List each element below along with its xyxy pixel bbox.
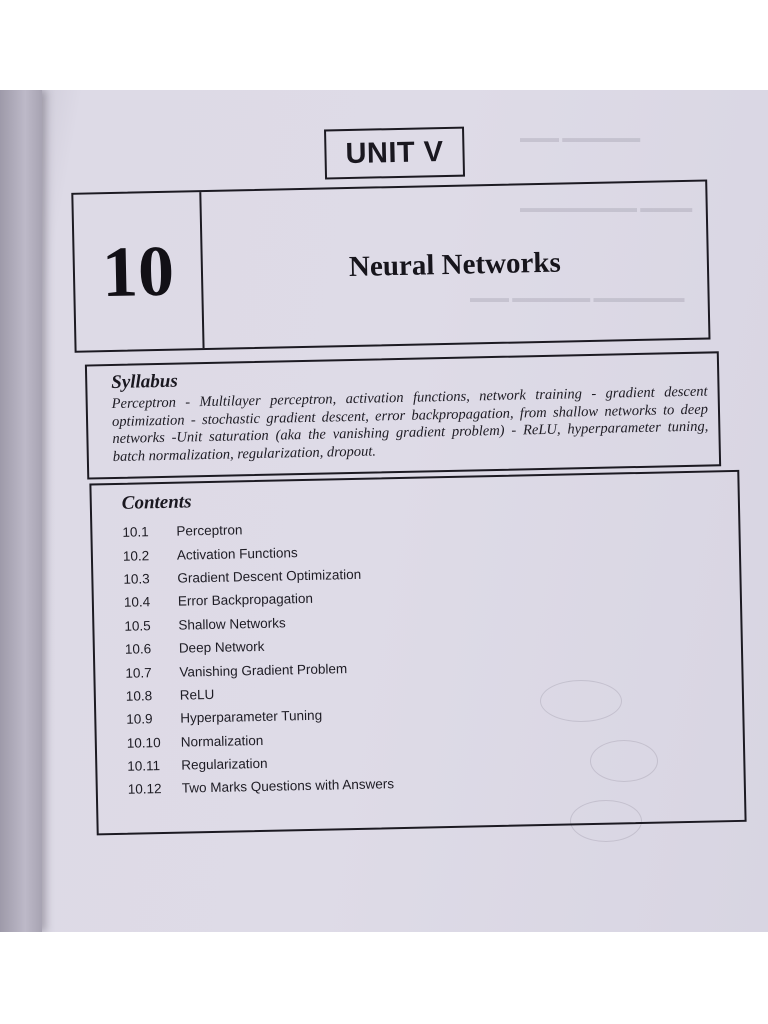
bleed-through-text: ▬▬▬ ▬▬▬▬▬▬ ▬▬▬▬▬▬▬ <box>470 290 685 305</box>
contents-item-title: Error Backpropagation <box>177 591 314 610</box>
chapter-title-cell: Neural Networks <box>201 182 708 349</box>
chapter-header: 10 Neural Networks <box>71 179 711 353</box>
contents-item-number: 10.3 <box>123 571 150 587</box>
contents-item-title: Vanishing Gradient Problem <box>179 660 348 680</box>
contents-item-title: Normalization <box>180 732 264 750</box>
contents-item-title: Shallow Networks <box>178 615 286 633</box>
bleed-through-shape <box>570 800 642 842</box>
contents-item-title: Perceptron <box>176 522 243 539</box>
contents-item-number: 10.11 <box>127 758 161 774</box>
contents-item-number: 10.5 <box>124 617 151 634</box>
contents-item-title: ReLU <box>179 686 215 703</box>
unit-label: UNIT V <box>345 135 444 170</box>
bleed-through-text: ▬▬▬ ▬▬▬▬▬▬ <box>520 130 641 145</box>
contents-item-number: 10.12 <box>127 781 162 798</box>
bleed-through-shape <box>540 680 622 722</box>
contents-item-title: Two Marks Questions with Answers <box>181 776 395 797</box>
syllabus-text: Perceptron - Multilayer perceptron, acti… <box>111 383 709 465</box>
bleed-through-shape <box>590 740 658 782</box>
contents-item-number: 10.8 <box>125 688 153 704</box>
contents-item-number: 10.6 <box>124 641 152 657</box>
chapter-number: 10 <box>101 230 175 312</box>
contents-item-number: 10.2 <box>122 547 150 564</box>
contents-item-title: Regularization <box>181 755 268 773</box>
contents-item-number: 10.7 <box>125 664 152 681</box>
contents-item-number: 10.1 <box>122 524 149 541</box>
chapter-number-cell: 10 <box>73 192 205 351</box>
chapter-title: Neural Networks <box>348 246 562 283</box>
unit-label-box: UNIT V <box>324 126 466 180</box>
contents-item-number: 10.10 <box>126 734 161 751</box>
contents-item-title: Deep Network <box>178 639 265 656</box>
page-content: UNIT V 10 Neural Networks Syllabus Perce… <box>0 90 768 932</box>
book-photo: ▬▬▬ ▬▬▬▬▬▬ ▬▬▬▬▬▬▬▬▬ ▬▬▬▬ ▬▬▬ ▬▬▬▬▬▬ ▬▬▬… <box>0 90 768 932</box>
bleed-through-text: ▬▬▬▬▬▬▬▬▬ ▬▬▬▬ <box>520 200 693 215</box>
syllabus-box: Syllabus Perceptron - Multilayer percept… <box>84 351 722 480</box>
contents-item-title: Gradient Descent Optimization <box>177 566 362 586</box>
contents-item-number: 10.9 <box>126 711 153 728</box>
contents-item-title: Activation Functions <box>176 544 298 563</box>
contents-item-number: 10.4 <box>123 594 151 611</box>
contents-item-title: Hyperparameter Tuning <box>180 707 323 726</box>
left-page-edge <box>0 90 42 932</box>
